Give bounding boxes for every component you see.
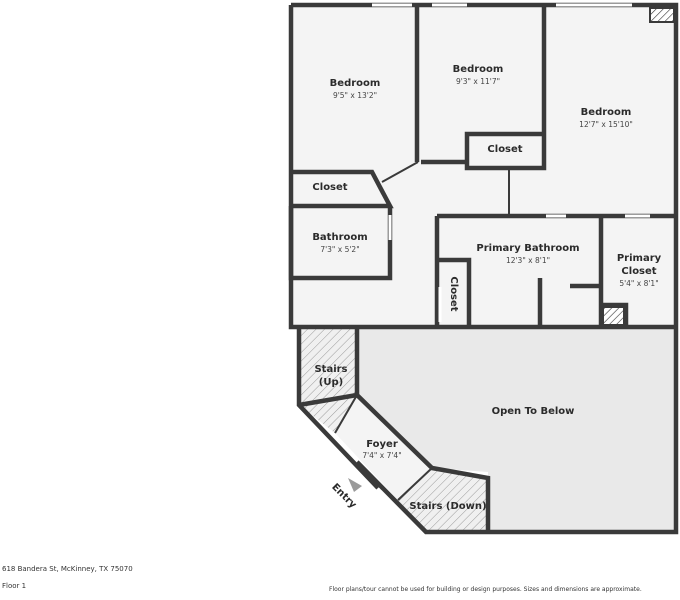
- bathroom-dims: 7'3" x 5'2": [320, 245, 359, 254]
- window-frames: [372, 3, 632, 7]
- bedroom-left-dims: 9'5" x 13'2": [333, 91, 377, 100]
- disclaimer-text: Floor plans/tour cannot be used for buil…: [329, 586, 642, 593]
- primary-closet-dims: 5'4" x 8'1": [619, 279, 658, 288]
- foyer-area: [335, 395, 432, 500]
- address-text: 618 Bandera St, McKinney, TX 75070: [2, 565, 133, 573]
- bedroom-left-name: Bedroom: [330, 78, 381, 89]
- bedroom-middle-name: Bedroom: [453, 64, 504, 75]
- foyer-name: Foyer: [366, 439, 398, 450]
- open-to-below-name: Open To Below: [492, 406, 575, 417]
- bathroom-name: Bathroom: [312, 232, 367, 243]
- open-to-below-area: [357, 327, 676, 532]
- bedroom-right-dims: 12'7" x 15'10": [579, 120, 633, 129]
- bedroom-middle-dims: 9'3" x 11'7": [456, 77, 500, 86]
- small-closet-name: Closet: [448, 276, 459, 311]
- stairs-down-name: Stairs (Down): [409, 501, 486, 512]
- foyer-dims: 7'4" x 7'4": [362, 451, 401, 460]
- closet-middle-name: Closet: [487, 144, 522, 155]
- stairs-up-area: [299, 327, 357, 433]
- closet-left-name: Closet: [312, 182, 347, 193]
- chase-box-closet: [602, 306, 625, 326]
- windows: [372, 3, 650, 322]
- floor-label: Floor 1: [2, 582, 27, 590]
- primary-bathroom-dims: 12'3" x 8'1": [506, 256, 550, 265]
- chase-box-top: [649, 7, 675, 23]
- hall-diagonal: [381, 161, 419, 183]
- primary-closet-name-2: Closet: [621, 266, 656, 277]
- entry-arrow-icon: [348, 478, 362, 492]
- stairs-down-area: [398, 468, 488, 532]
- stairs-up-name-1: Stairs: [314, 364, 347, 375]
- stairs-up-name-2: (Up): [319, 377, 343, 388]
- primary-closet-name-1: Primary: [617, 253, 662, 264]
- bedroom-right-name: Bedroom: [581, 107, 632, 118]
- primary-bathroom-name: Primary Bathroom: [476, 243, 579, 254]
